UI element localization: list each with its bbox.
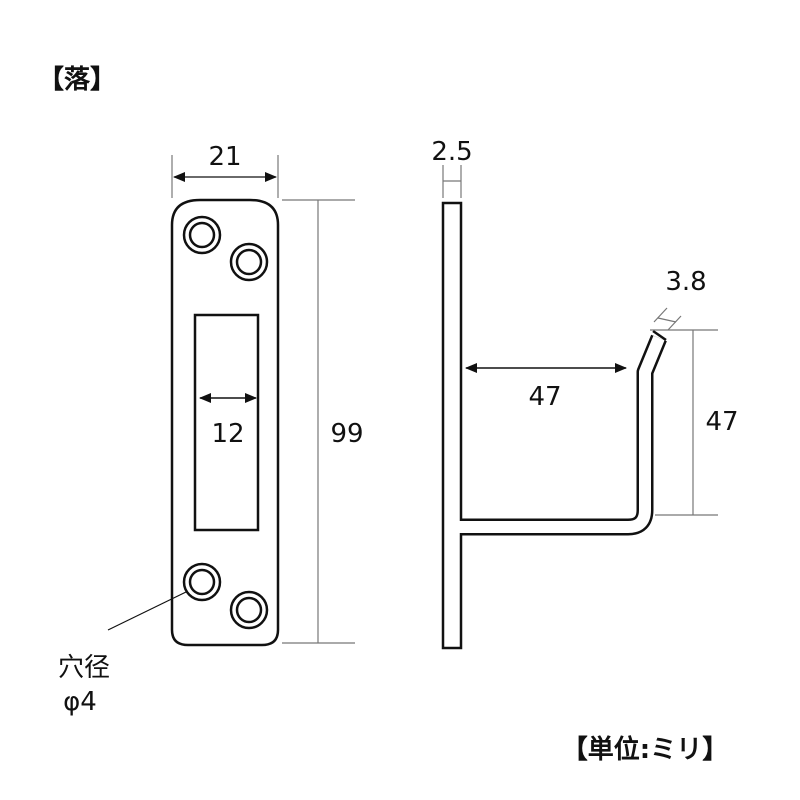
drawing-title: 【落】 [38,65,116,95]
hook-height-label: 47 [705,407,738,437]
slot [193,313,260,532]
hole-label: 穴径 [58,653,110,683]
base-plate-side [441,201,463,650]
hook-rod [461,334,667,536]
projection-label: 47 [528,382,561,412]
dimension-lines [107,155,355,644]
unit-note: 【単位:ミリ】 [562,734,728,765]
screw-hole-icon [182,215,269,630]
side-view: 2.5 3.8 47 47 [431,137,739,650]
rod-diameter-label: 3.8 [665,267,706,297]
front-view: 21 12 99 穴径 φ4 [58,142,364,717]
hole-diameter-label: φ4 [63,687,97,717]
width-label: 21 [208,142,241,172]
side-dimension-lines [442,165,718,516]
height-label: 99 [330,419,363,449]
slot-width-label: 12 [211,419,244,449]
plate-thickness-label: 2.5 [431,137,472,167]
